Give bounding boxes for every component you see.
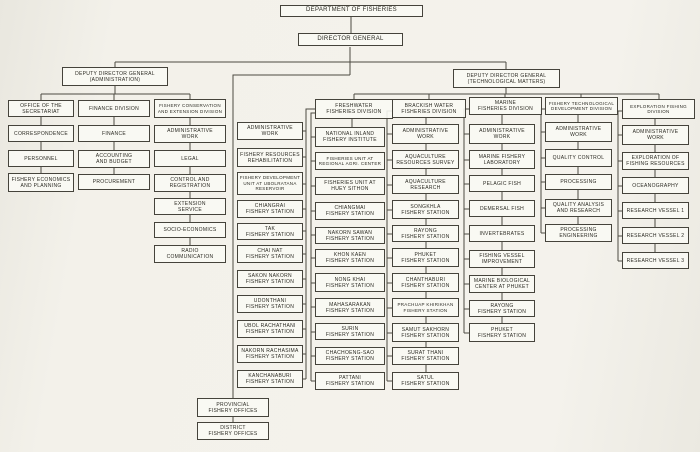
node-exploration-of-fishing-resources: EXPLORATION OF FISHING RESOURCES xyxy=(622,152,689,170)
node-khon-kaen-fishery-station: KHON KAEN FISHERY STATION xyxy=(315,249,385,267)
node-phuket-fishery-station-marine: PHUKET FISHERY STATION xyxy=(469,323,535,342)
node-satul-fishery-station: SATUL FISHERY STATION xyxy=(392,372,459,390)
node-sakon-nakorn-fishery-station: SAKON NAKORN FISHERY STATION xyxy=(237,270,303,288)
node-chanthaburi-fishery-station: CHANTHABURI FISHERY STATION xyxy=(392,273,459,292)
node-songkhla-fishery-station: SONGKHLA FISHERY STATION xyxy=(392,200,459,219)
node-legal: LEGAL xyxy=(154,150,226,167)
node-personnel: PERSONNEL xyxy=(8,150,74,167)
node-aquaculture-research: AQUACULTURE RESEARCH xyxy=(392,175,459,194)
node-marine-biological-center-phuket: MARINE BIOLOGICAL CENTER AT PHUKET xyxy=(469,275,535,293)
node-chachoeng-sao-fishery-station: CHACHOENG-SAO FISHERY STATION xyxy=(315,347,385,365)
node-office-of-the-secretariat: OFFICE OF THE SECRETARIAT xyxy=(8,100,74,117)
node-surin-fishery-station: SURIN FISHERY STATION xyxy=(315,323,385,340)
node-control-and-registration: CONTROL AND REGISTRATION xyxy=(154,174,226,192)
node-oceanography: OCEANOGRAPHY xyxy=(622,177,689,194)
node-exploration-fishing-division: EXPLORATION FISHING DIVISION xyxy=(622,99,695,119)
node-chiangrai-fishery-station: CHIANGRAI FISHERY STATION xyxy=(237,200,303,218)
node-marine-fisheries-division: MARINE FISHERIES DIVISION xyxy=(469,97,542,115)
node-prachuap-khirikhan-fishery-station: PRACHUAP KHIRIKHAN FISHERY STATION xyxy=(392,298,459,317)
node-research-vessel-2: RESEARCH VESSEL 2 xyxy=(622,227,689,244)
node-radio-communication: RADIO COMMUNICATION xyxy=(154,245,226,263)
node-finance: FINANCE xyxy=(78,125,150,142)
node-ubol-rachathani-fishery-station: UBOL RACHATHANI FISHERY STATION xyxy=(237,320,303,338)
node-mahasarakan-fishery-station: MAHASARAKAN FISHERY STATION xyxy=(315,298,385,317)
node-director-general: DIRECTOR GENERAL xyxy=(298,33,403,46)
node-rayong-fishery-station-marine: RAYONG FISHERY STATION xyxy=(469,300,535,317)
node-pattani-fishery-station: PATTANI FISHERY STATION xyxy=(315,372,385,390)
node-phuket-fishery-station-brackish: PHUKET FISHERY STATION xyxy=(392,248,459,267)
node-nong-khai-fishery-station: NONG KHAI FISHERY STATION xyxy=(315,273,385,292)
node-fishery-economics-and-planning: FISHERY ECONOMICS AND PLANNING xyxy=(8,173,74,192)
node-samut-sakhorn-fishery-station: SAMUT SAKHORN FISHERY STATION xyxy=(392,323,459,342)
node-udonthani-fishery-station: UDONTHANI FISHERY STATION xyxy=(237,295,303,313)
node-chai-nat-fishery-station: CHAI NAT FISHERY STATION xyxy=(237,245,303,263)
node-nakorn-sawan-fishery-station: NAKORN SAWAN FISHERY STATION xyxy=(315,227,385,244)
node-administrative-work-conservation: ADMINISTRATIVE WORK xyxy=(154,125,226,143)
node-procurement: PROCUREMENT xyxy=(78,174,150,190)
node-deputy-director-general-technological: DEPUTY DIRECTOR GENERAL (TECHNOLOGICAL M… xyxy=(453,69,560,88)
node-accounting-and-budget: ACCOUNTING AND BUDGET xyxy=(78,150,150,168)
node-fisheries-unit-regional-agri-center: FISHERIES UNIT AT REGIONAL AGRI. CENTER xyxy=(315,152,385,170)
node-fishery-conservation-and-extension-division: FISHERY CONSERVATION AND EXTENSION DIVIS… xyxy=(154,99,226,118)
node-administrative-work-freshwater: ADMINISTRATIVE WORK xyxy=(237,122,303,140)
node-marine-fishery-laboratory: MARINE FISHERY LABORATORY xyxy=(469,150,535,169)
node-fishery-resources-rehabilitation: FISHERY RESOURCES REHABILITATION xyxy=(237,148,303,167)
node-quality-analysis-and-research: QUALITY ANALYSIS AND RESEARCH xyxy=(545,199,612,217)
node-rayong-fishery-station-brackish: RAYONG FISHERY STATION xyxy=(392,225,459,242)
node-research-vessel-1: RESEARCH VESSEL 1 xyxy=(622,202,689,219)
node-socio-economics: SOCIO-ECONOMICS xyxy=(154,222,226,238)
node-national-inland-fishery-institute: NATIONAL INLAND FISHERY INSTITUTE xyxy=(315,127,385,147)
node-department-of-fisheries: DEPARTMENT OF FISHERIES xyxy=(280,5,423,17)
node-administrative-work-brackish: ADMINISTRATIVE WORK xyxy=(392,124,459,144)
node-chiangmai-fishery-station: CHIANGMAI FISHERY STATION xyxy=(315,202,385,220)
node-deputy-director-general-administration: DEPUTY DIRECTOR GENERAL (ADMINISTRATION) xyxy=(62,67,168,86)
node-processing: PROCESSING xyxy=(545,174,612,190)
node-quality-control: QUALITY CONTROL xyxy=(545,149,612,167)
node-nakorn-rachasima-fishery-station: NAKORN RACHASIMA FISHERY STATION xyxy=(237,345,303,363)
node-surat-thani-fishery-station: SURAT THANI FISHERY STATION xyxy=(392,347,459,365)
node-provincial-fishery-offices: PROVINCIAL FISHERY OFFICES xyxy=(197,398,269,417)
node-tak-fishery-station: TAK FISHERY STATION xyxy=(237,223,303,240)
node-administrative-work-marine: ADMINISTRATIVE WORK xyxy=(469,124,535,144)
node-fisheries-unit-huey-sithon: FISHERIES UNIT AT HUEY SITHON xyxy=(315,177,385,195)
node-invertebrates: INVERTEBRATES xyxy=(469,225,535,242)
node-research-vessel-3: RESEARCH VESSEL 3 xyxy=(622,252,689,269)
node-brackish-water-fisheries-division: BRACKISH WATER FISHERIES DIVISION xyxy=(392,99,466,118)
node-district-fishery-offices: DISTRICT FISHERY OFFICES xyxy=(197,422,269,440)
node-pelagic-fish: PELAGIC FISH xyxy=(469,175,535,192)
node-correspondence: CORRESPONDENCE xyxy=(8,125,74,142)
node-extension-service: EXTENSION SERVICE xyxy=(154,198,226,215)
node-fishery-development-unit-ubolratana: FISHERY DEVELOPMENT UNIT AT UBOLRATANA R… xyxy=(237,172,303,195)
node-processing-engineering: PROCESSING ENGINEERING xyxy=(545,224,612,242)
node-fishing-vessel-improvement: FISHING VESSEL IMPROVEMENT xyxy=(469,250,535,268)
node-fishery-technological-development-division: FISHERY TECHNOLOGICAL DEVELOPMENT DIVISI… xyxy=(545,97,618,115)
node-administrative-work-exploration: ADMINISTRATIVE WORK xyxy=(622,125,689,145)
node-freshwater-fisheries-division: FRESHWATER FISHERIES DIVISION xyxy=(315,99,393,119)
node-aquaculture-resources-survey: AQUACULTURE RESOURCES SURVEY xyxy=(392,150,459,169)
node-demersal-fish: DEMERSAL FISH xyxy=(469,200,535,217)
node-kanchanaburi-fishery-station: KANCHANABURI FISHERY STATION xyxy=(237,370,303,388)
node-administrative-work-technology: ADMINISTRATIVE WORK xyxy=(545,122,612,142)
node-finance-division: FINANCE DIVISION xyxy=(78,100,150,117)
